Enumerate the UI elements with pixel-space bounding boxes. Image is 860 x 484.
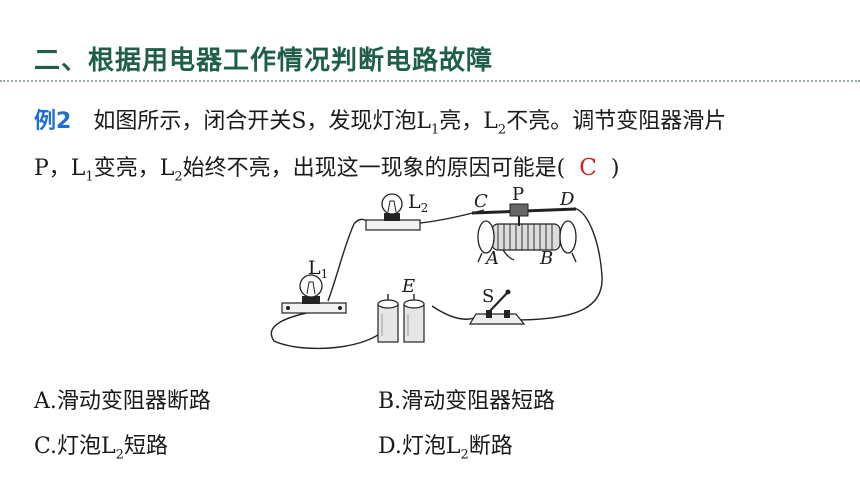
option-d-sub: 2 — [460, 447, 469, 463]
option-d-suffix: 断路 — [468, 434, 513, 459]
switch — [468, 289, 526, 325]
wire-l1-l2 — [327, 218, 375, 302]
option-c[interactable]: C.灯泡L2短路 — [34, 428, 168, 462]
label-l2: L2 — [408, 191, 428, 215]
option-c-suffix: 短路 — [123, 434, 168, 459]
battery — [377, 294, 425, 343]
label-d: D — [559, 189, 575, 210]
question-sub-1b: 2 — [497, 122, 507, 138]
label-b: B — [539, 248, 553, 269]
circuit-diagram: L1 L2 C P D A B — [270, 186, 603, 350]
label-s: S — [482, 286, 494, 307]
wire-rheostat-switch — [513, 207, 603, 321]
question-text-2end: ) — [610, 156, 620, 181]
label-p: P — [512, 186, 524, 205]
section-title: 二、根据用电器工作情况判断电路故障 — [34, 46, 494, 76]
label-l1: L1 — [308, 257, 328, 281]
question-text-2b: 变亮，L — [93, 156, 175, 181]
lamp-l2 — [365, 193, 421, 231]
question-text-1c: 不亮。调节变阻器滑片 — [506, 109, 727, 134]
question-sub-2b: 2 — [174, 169, 183, 185]
option-d-prefix: D.灯泡L — [378, 434, 461, 459]
wire-l1-battery — [270, 307, 391, 350]
question-sub-2a: 1 — [85, 169, 94, 185]
label-a: A — [484, 248, 499, 269]
question-text-2a: P，L — [34, 156, 86, 181]
title-divider — [0, 80, 860, 82]
option-a[interactable]: A.滑动变阻器断路 — [34, 389, 211, 414]
question-text-1a: 如图所示，闭合开关S，发现灯泡L — [93, 109, 431, 134]
rheostat — [471, 203, 577, 263]
lamp-l1 — [281, 274, 347, 314]
option-d[interactable]: D.灯泡L2断路 — [378, 428, 513, 462]
question-line-2: P，L1变亮，L2始终不亮，出现这一现象的原因可能是( C) — [34, 150, 619, 184]
wire-battery-switch — [431, 305, 475, 320]
question-text-2c: 始终不亮，出现这一现象的原因可能是( — [182, 156, 566, 181]
answer-mark: C — [579, 155, 597, 181]
question-text-1b: 亮，L — [439, 109, 498, 134]
option-b[interactable]: B.滑动变阻器短路 — [378, 389, 556, 414]
question-line-1: 例2 如图所示，闭合开关S，发现灯泡L1亮，L2不亮。调节变阻器滑片 — [34, 103, 726, 137]
option-c-prefix: C.灯泡L — [34, 434, 116, 459]
label-e: E — [401, 276, 415, 297]
example-label: 例2 — [34, 109, 72, 134]
question-sub-1a: 1 — [431, 122, 440, 138]
option-c-sub: 2 — [115, 447, 124, 463]
label-c: C — [474, 191, 488, 212]
